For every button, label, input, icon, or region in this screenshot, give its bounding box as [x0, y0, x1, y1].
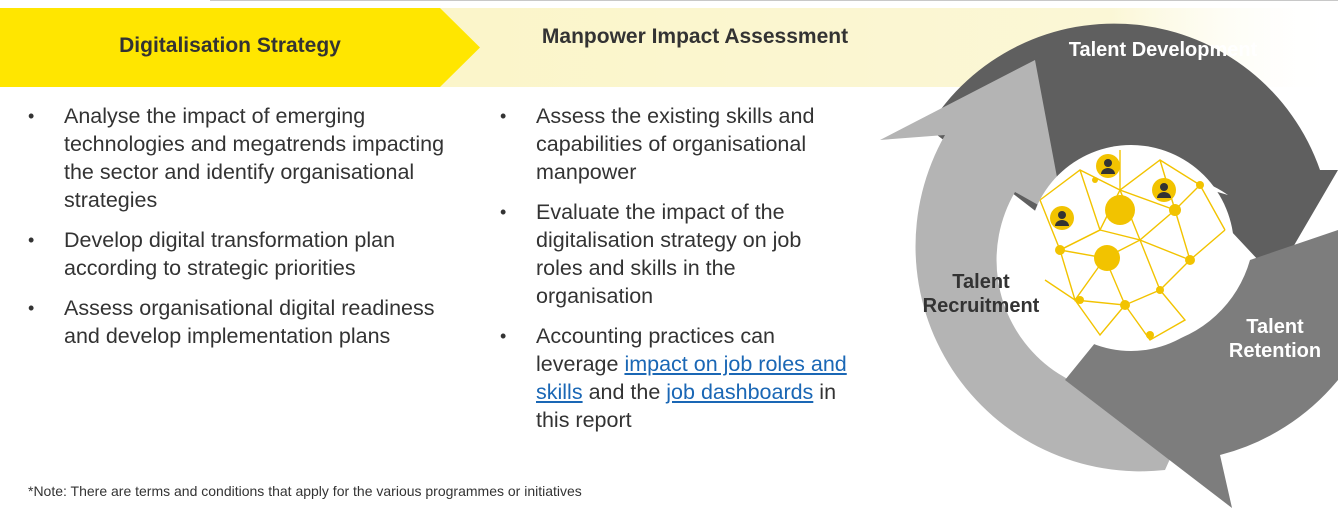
strategy-chevron: [0, 8, 480, 87]
talent-development-label: Talent Development: [1068, 39, 1258, 61]
talent-recruitment-label: Talent Recruitment: [922, 271, 1040, 317]
assessment-bullet: Evaluate the impact of the digitalisatio…: [500, 198, 850, 310]
network-nodes: [1055, 177, 1204, 339]
talent-retention-label: Talent Retention: [1228, 316, 1322, 362]
bullet-text: in this report: [536, 380, 837, 432]
top-rule: [210, 0, 1338, 1]
assessment-bullet-links: Accounting practices can leverage impact…: [500, 322, 850, 434]
assessment-bullet: Assess the existing skills and capabilit…: [500, 102, 850, 186]
recruitment-arrow: [880, 60, 1210, 472]
bullet-text: and the: [582, 380, 667, 404]
person-icon: [1096, 154, 1120, 178]
job-dashboards-link[interactable]: job dashboards: [666, 380, 814, 404]
person-icon: [1050, 206, 1074, 230]
assessment-bullet-list: Assess the existing skills and capabilit…: [500, 102, 850, 446]
strategy-bullet: Analyse the impact of emerging technolog…: [28, 102, 468, 214]
strategy-bullet: Develop digital transformation plan acco…: [28, 226, 468, 282]
assessment-title: Manpower Impact Assessment: [541, 25, 849, 48]
strategy-title: Digitalisation Strategy: [119, 34, 341, 57]
strategy-bullet-list: Analyse the impact of emerging technolog…: [28, 102, 468, 362]
network-graphic: [1039, 150, 1226, 341]
bullet-text: Accounting practices can leverage: [536, 324, 776, 376]
impact-on-job-roles-link[interactable]: impact on job roles and skills: [536, 352, 847, 404]
person-icon: [1152, 178, 1176, 202]
strategy-bullet: Assess organisational digital readiness …: [28, 294, 468, 350]
footnote: *Note: There are terms and conditions th…: [28, 483, 582, 499]
